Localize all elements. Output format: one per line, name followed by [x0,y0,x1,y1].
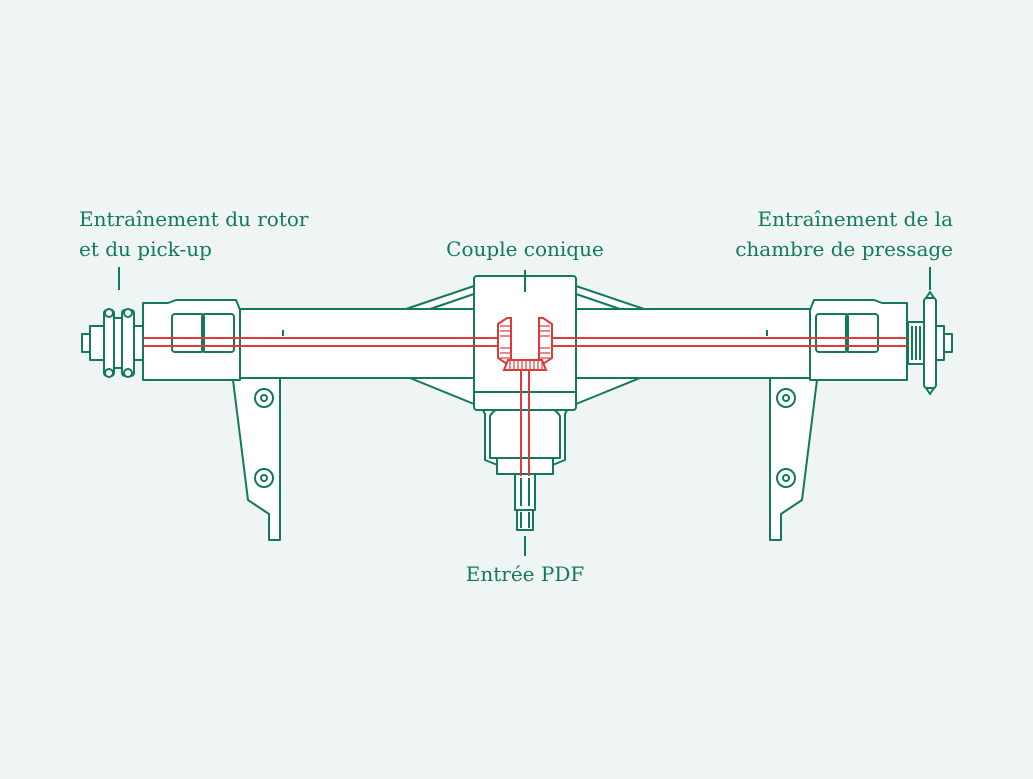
central-gearbox [473,275,577,531]
left-end-housing [142,299,241,381]
label-rotor-pickup-drive: Entraînement du rotor et du pick-up [79,207,309,261]
label-press-chamber-drive: Entraînement de la chambre de pressage [735,207,953,261]
label-pto-input: Entrée PDF [465,562,585,586]
right-end-housing [809,299,908,381]
left-shaft-end [81,308,144,378]
drive-path [143,317,907,476]
right-crown-gear [538,317,553,365]
left-crown-gear [497,317,512,365]
right-mounting-arm [769,371,819,541]
label-bevel-gear: Couple conique [446,237,604,261]
left-mounting-arm [231,371,281,541]
right-shaft-end [907,291,953,395]
